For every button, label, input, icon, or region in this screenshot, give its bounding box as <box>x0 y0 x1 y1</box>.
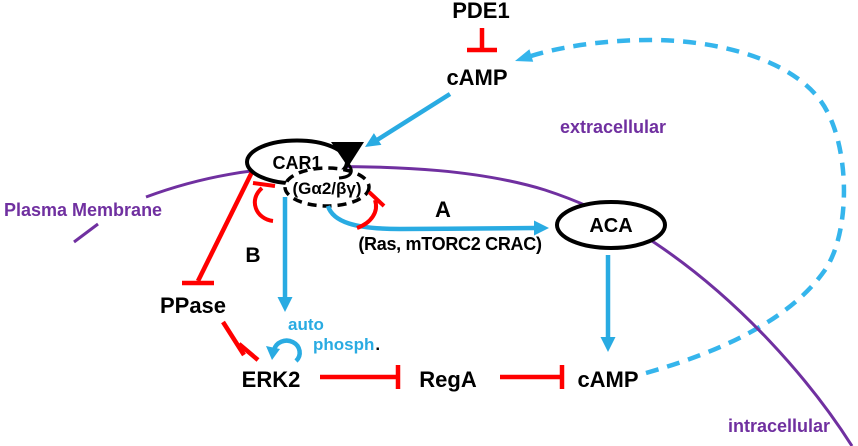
phosph-text: phosph <box>313 335 374 354</box>
g-protein-label: (Gα2/βγ) <box>292 179 361 198</box>
pathway-a-activation-line <box>325 205 536 232</box>
car1-erk2-arrowhead-icon <box>277 297 293 312</box>
camp-car1-activation-line <box>375 92 452 142</box>
car1-label: CAR1 <box>272 153 321 173</box>
erk2-label: ERK2 <box>242 367 301 392</box>
triangle-gprotein-linker <box>338 161 353 180</box>
right-feedback-inhibition-bar <box>367 190 386 208</box>
ppase-erk2-inhibition-line <box>221 320 246 357</box>
extracellular-region-label: extracellular <box>560 117 666 137</box>
car1-ppase-inhibition-line <box>195 171 255 282</box>
camp-extracellular-label: cAMP <box>446 65 507 90</box>
aca-camp-arrowhead-icon <box>600 337 616 352</box>
pde1-label: PDE1 <box>452 0 509 23</box>
aca-ellipse <box>555 200 667 250</box>
phosph-period: . <box>375 335 380 354</box>
aca-label: ACA <box>589 215 632 237</box>
ppase-erk2-inhibition-bar <box>237 342 260 362</box>
autophosph-label-line2: phosph. <box>313 335 380 354</box>
rega-label: RegA <box>419 367 477 392</box>
erk2-autophosphorylation-arrowhead-icon <box>266 346 280 360</box>
camp-secretion-arrowhead-icon <box>515 49 534 62</box>
camp-secretion-dashed-arrow <box>530 37 847 376</box>
camp-intracellular-label: cAMP <box>577 367 638 392</box>
camp-car1-arrowhead-icon <box>365 133 382 147</box>
plasma-membrane-line <box>145 164 854 446</box>
ppase-label: PPase <box>160 293 226 318</box>
left-feedback-inhibition-hook <box>252 186 274 223</box>
plasma-membrane-label: Plasma Membrane <box>4 200 162 220</box>
erk2-autophosphorylation-loop <box>271 338 302 363</box>
plasma-membrane-left-fragment <box>73 222 99 244</box>
pathway-b-letter: B <box>245 244 260 267</box>
pathway-a-letter: A <box>435 197 451 222</box>
pathway-a-arrowhead-icon <box>534 220 549 236</box>
bound-camp-triangle-icon <box>331 142 364 167</box>
effectors-label: (Ras, mTORC2 CRAC) <box>358 234 542 254</box>
left-feedback-inhibition-bar <box>252 181 276 188</box>
g-protein-dashed-ellipse <box>283 166 371 208</box>
intracellular-region-label: intracellular <box>728 416 830 436</box>
autophosph-label-line1: auto <box>288 315 324 334</box>
right-feedback-inhibition-hook <box>356 199 378 230</box>
